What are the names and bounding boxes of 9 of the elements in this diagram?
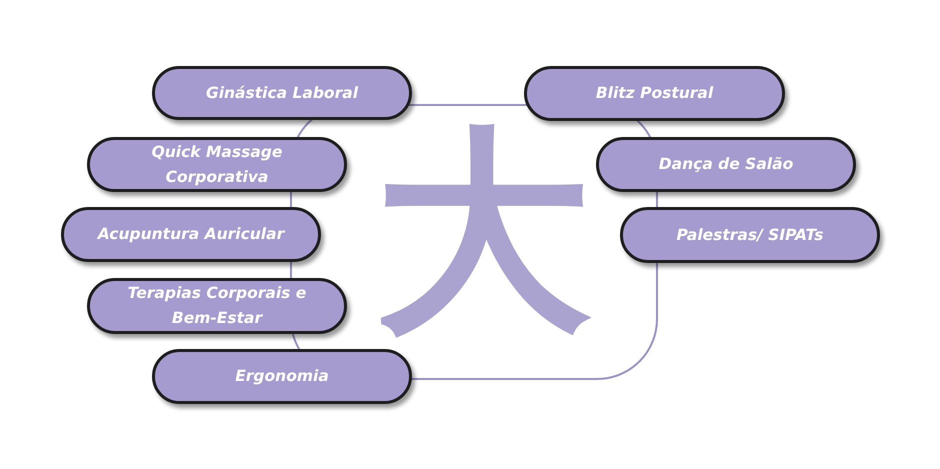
pill-box: Palestras/ SIPATs — [620, 207, 880, 263]
pill-box: Ergonomia — [152, 349, 412, 404]
pill-box: Terapias Corporais e Bem-Estar — [87, 278, 347, 334]
pill-box: Ginástica Laboral — [152, 66, 412, 120]
pill-box: Quick Massage Corporativa — [87, 137, 347, 192]
pill-box: Dança de Salão — [596, 137, 856, 192]
pill-box: Blitz Postural — [524, 66, 785, 121]
character: 大 — [374, 124, 592, 342]
pill-box: Acupuntura Auricular — [61, 207, 321, 262]
